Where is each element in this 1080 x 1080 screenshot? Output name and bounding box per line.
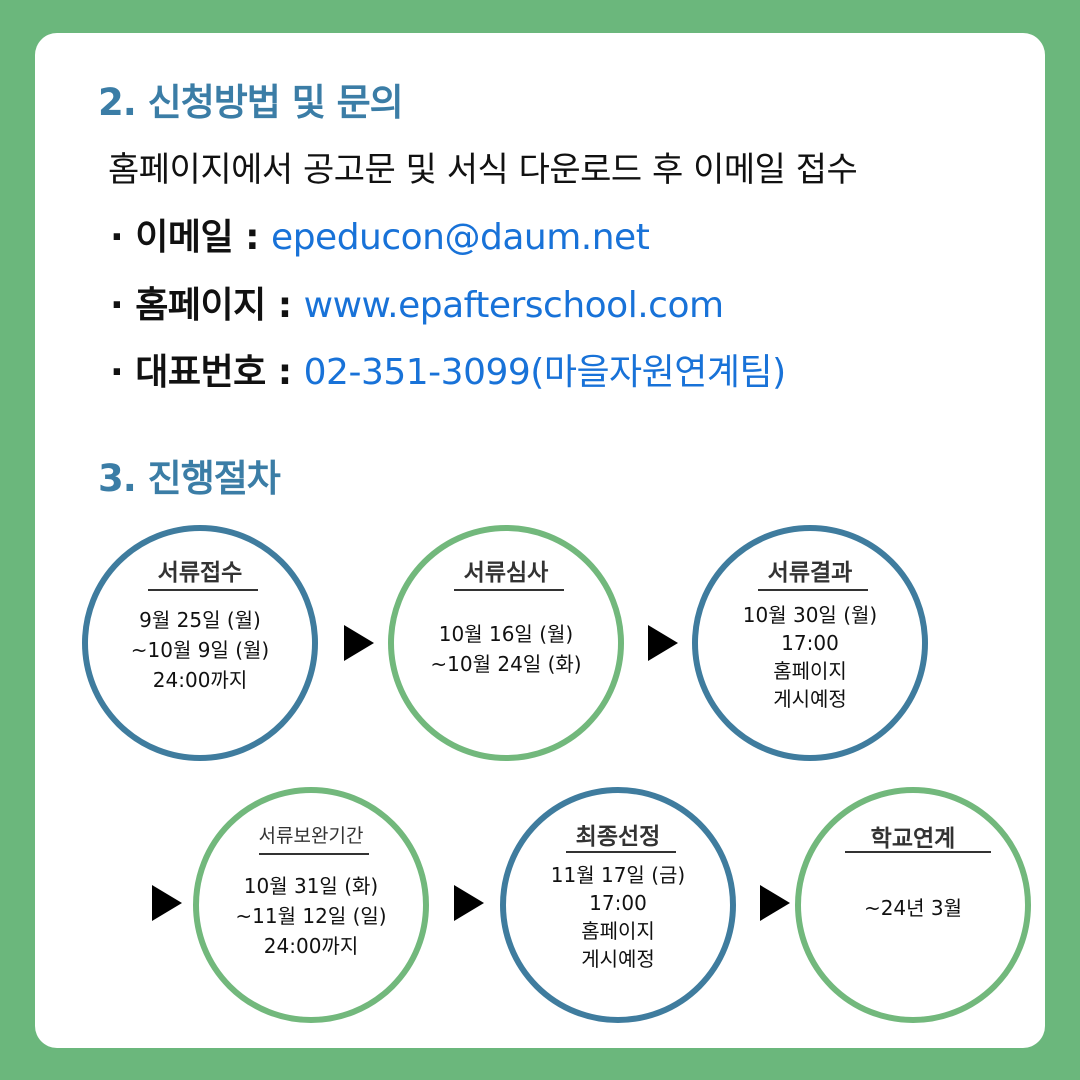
step-title: 서류결과 xyxy=(767,560,853,586)
step-details: 11월 17일 (금) 17:00 홈페이지 게시예정 xyxy=(506,861,730,973)
step-line: 10월 31일 (화) xyxy=(243,874,379,898)
step-line: 24:00까지 xyxy=(152,668,248,692)
step-line: 17:00 xyxy=(781,631,839,655)
step-title: 서류보완기간 xyxy=(258,825,364,847)
step-line: 10월 30일 (월) xyxy=(742,603,878,627)
arrow-right-icon xyxy=(344,625,374,661)
step-circle-document-review: 서류심사 10월 16일 (월) ~10월 24일 (화) xyxy=(388,525,624,761)
email-label: · 이메일 : xyxy=(110,217,272,258)
step-circle-final-selection: 최종선정 11월 17일 (금) 17:00 홈페이지 게시예정 xyxy=(500,787,736,1023)
step-divider xyxy=(845,851,991,853)
email-row: · 이메일 : epeducon@daum.net xyxy=(110,208,650,260)
section-title-process: 3. 진행절차 xyxy=(98,457,281,500)
step-title: 서류접수 xyxy=(157,560,243,586)
arrow-right-icon xyxy=(648,625,678,661)
step-circle-document-submission: 서류접수 9월 25일 (월) ~10월 9일 (월) 24:00까지 xyxy=(82,525,318,761)
step-line: 게시예정 xyxy=(773,687,847,711)
step-details: 10월 16일 (월) ~10월 24일 (화) xyxy=(394,619,618,679)
step-details: 10월 31일 (화) ~11월 12일 (일) 24:00까지 xyxy=(199,871,423,961)
step-title: 최종선정 xyxy=(575,824,661,850)
step-details: 9월 25일 (월) ~10월 9일 (월) 24:00까지 xyxy=(88,605,312,695)
homepage-row: · 홈페이지 : www.epafterschool.com xyxy=(110,276,724,328)
step-line: ~11월 12일 (일) xyxy=(235,904,387,928)
step-line: 홈페이지 xyxy=(773,659,847,683)
step-title: 서류심사 xyxy=(463,560,549,586)
apply-intro: 홈페이지에서 공고문 및 서식 다운로드 후 이메일 접수 xyxy=(108,150,858,190)
phone-row: · 대표번호 : 02-351-3099(마을자원연계팀) xyxy=(110,343,786,395)
step-divider xyxy=(148,589,258,591)
step-title: 학교연계 xyxy=(870,826,956,852)
step-line: 24:00까지 xyxy=(263,934,359,958)
step-line: 10월 16일 (월) xyxy=(438,622,574,646)
step-line: 게시예정 xyxy=(581,947,655,971)
step-line: 11월 17일 (금) xyxy=(550,863,686,887)
step-line: ~10월 24일 (화) xyxy=(430,652,582,676)
arrow-right-icon xyxy=(454,885,484,921)
step-line: ~24년 3월 xyxy=(863,896,963,920)
phone-value: 02-351-3099(마을자원연계팀) xyxy=(303,352,787,393)
step-divider xyxy=(454,589,564,591)
step-details: 10월 30일 (월) 17:00 홈페이지 게시예정 xyxy=(698,601,922,713)
email-link[interactable]: epeducon@daum.net xyxy=(271,217,650,258)
phone-label: · 대표번호 : xyxy=(110,352,304,393)
arrow-right-icon xyxy=(152,885,182,921)
step-circle-document-result: 서류결과 10월 30일 (월) 17:00 홈페이지 게시예정 xyxy=(692,525,928,761)
step-circle-supplement-period: 서류보완기간 10월 31일 (화) ~11월 12일 (일) 24:00까지 xyxy=(193,787,429,1023)
homepage-label: · 홈페이지 : xyxy=(110,285,304,326)
step-line: 17:00 xyxy=(589,891,647,915)
step-divider xyxy=(259,853,369,855)
arrow-right-icon xyxy=(760,885,790,921)
section-title-apply: 2. 신청방법 및 문의 xyxy=(98,81,404,124)
step-divider xyxy=(566,851,676,853)
step-line: 9월 25일 (월) xyxy=(139,608,261,632)
step-line: 홈페이지 xyxy=(581,919,655,943)
step-line: ~10월 9일 (월) xyxy=(130,638,270,662)
step-circle-school-link: 학교연계 ~24년 3월 xyxy=(795,787,1031,1023)
step-details: ~24년 3월 xyxy=(801,893,1025,923)
homepage-link[interactable]: www.epafterschool.com xyxy=(303,285,724,326)
step-divider xyxy=(758,589,868,591)
